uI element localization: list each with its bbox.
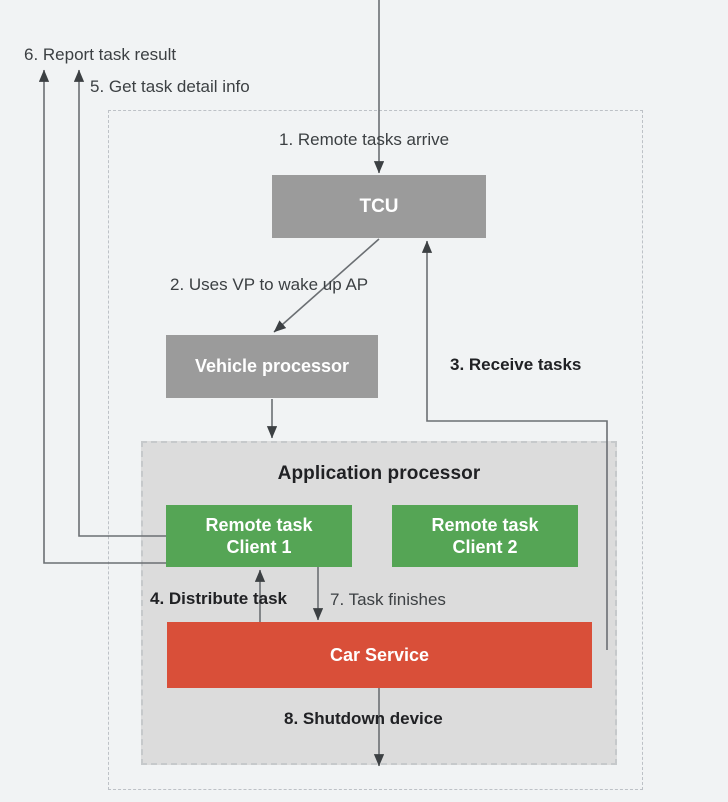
node-remote-task-client-1[interactable]: Remote task Client 1 [166, 505, 352, 567]
step-label-2: 2. Uses VP to wake up AP [170, 275, 369, 294]
step-label-3: 3. Receive tasks [450, 355, 582, 374]
node-vehicle-processor[interactable]: Vehicle processor [166, 335, 378, 398]
node-remote-task-client-2-label: Remote task Client 2 [431, 514, 538, 559]
application-processor-label: Application processor [277, 463, 481, 484]
step-label-7: 7. Task finishes [330, 590, 446, 609]
client-2-line-2: Client 2 [452, 537, 518, 557]
node-tcu[interactable]: TCU [272, 175, 486, 238]
node-remote-task-client-1-label: Remote task Client 1 [205, 514, 312, 559]
step-label-5: 5. Get task detail info [90, 77, 250, 96]
step-label-1: 1. Remote tasks arrive [279, 130, 450, 149]
step-label-4: 4. Distribute task [150, 589, 287, 608]
node-car-service-label: Car Service [329, 644, 430, 665]
node-vehicle-processor-label: Vehicle processor [194, 356, 350, 377]
step-label-6: 6. Report task result [24, 45, 177, 64]
step-label-8: 8. Shutdown device [284, 709, 443, 728]
node-car-service[interactable]: Car Service [167, 622, 592, 688]
client-2-line-1: Remote task [431, 514, 539, 535]
client-1-line-1: Remote task [205, 514, 313, 535]
node-remote-task-client-2[interactable]: Remote task Client 2 [392, 505, 578, 567]
node-tcu-label: TCU [359, 195, 399, 217]
client-1-line-2: Client 1 [226, 537, 292, 557]
